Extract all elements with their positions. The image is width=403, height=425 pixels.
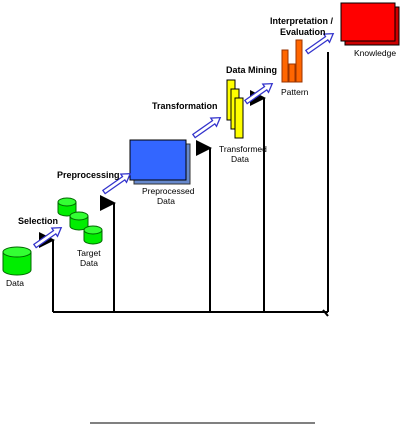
arrow-transformation	[191, 116, 222, 139]
arrow-interpretation	[304, 32, 335, 55]
arrow-data-mining	[243, 82, 274, 105]
pattern-icon	[281, 39, 303, 83]
artifact-label-knowledge: Knowledge	[354, 48, 396, 58]
artifact-label-preprocessed-line1: Preprocessed	[142, 186, 195, 196]
process-arrows	[32, 32, 335, 249]
artifact-label-transformed-line2: Data	[231, 154, 249, 164]
target-data-cylinders-icon	[57, 197, 103, 245]
transformed-data-sheets-icon	[226, 79, 244, 139]
artifact-label-transformed-line1: Transformed	[219, 144, 267, 154]
stage-label-preprocessing: Preprocessing	[57, 170, 120, 180]
arrow-preprocessing	[101, 172, 132, 195]
stage-label-interpretation-line2: Evaluation	[280, 27, 326, 37]
artifact-label-preprocessed-line2: Data	[157, 196, 175, 206]
feedback-lines	[39, 52, 329, 317]
artifact-label-pattern: Pattern	[281, 87, 309, 97]
stage-label-interpretation-line1: Interpretation /	[270, 16, 334, 26]
artifact-label-data: Data	[6, 278, 24, 288]
arrow-selection	[32, 226, 63, 249]
artifact-label-target-line2: Data	[80, 258, 98, 268]
stage-label-transformation: Transformation	[152, 101, 218, 111]
stage-label-data-mining: Data Mining	[226, 65, 277, 75]
artifact-label-target-line1: Target	[77, 248, 101, 258]
knowledge-box-icon	[340, 2, 400, 46]
stage-label-selection: Selection	[18, 216, 58, 226]
data-cylinder-icon	[2, 246, 32, 276]
preprocessed-data-box-icon	[129, 139, 191, 185]
